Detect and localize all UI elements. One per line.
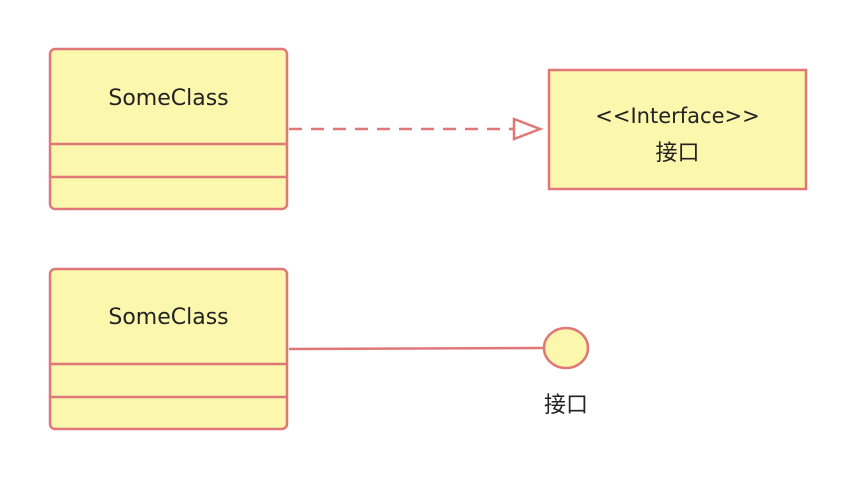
lollipop-connector[interactable]: 接口: [288, 326, 590, 418]
hollow-triangle-arrowhead: [512, 117, 544, 141]
interface-box-outline: [547, 68, 808, 191]
interface-stereotype-label: <<Interface>>: [595, 104, 759, 128]
class-box-outline: [48, 267, 289, 431]
interface-box[interactable]: <<Interface>> 接口: [547, 68, 808, 191]
realization-class-box[interactable]: SomeClass: [48, 47, 289, 211]
realization-connector[interactable]: [289, 117, 544, 141]
class-name-label: SomeClass: [108, 86, 228, 111]
interface-name-label: 接口: [655, 141, 699, 166]
lollipop-interface-name-label: 接口: [544, 393, 588, 418]
lollipop-circle-icon: [542, 326, 590, 370]
lollipop-line: [288, 346, 544, 351]
lollipop-class-box[interactable]: SomeClass: [48, 267, 289, 431]
class-name-label: SomeClass: [108, 305, 228, 330]
class-box-outline: [48, 47, 289, 211]
